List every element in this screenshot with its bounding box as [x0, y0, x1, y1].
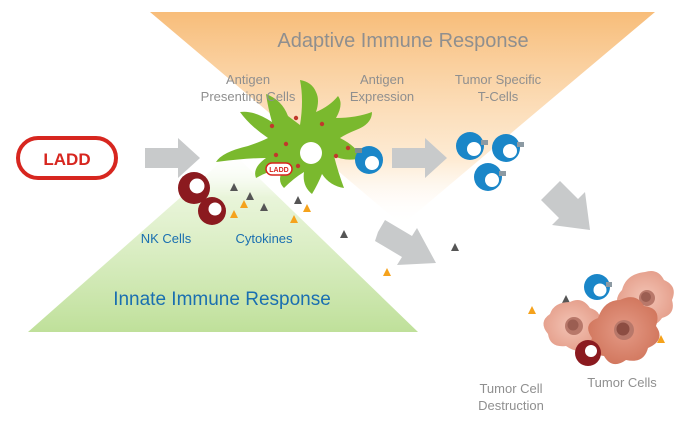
tumor-t-cell	[584, 274, 612, 300]
antigen-presenting-cell: LADD	[216, 80, 372, 194]
cytokine-orange-triangle	[303, 204, 311, 212]
cytokine-gray-triangle	[230, 183, 238, 191]
ladd-badge: LADD	[16, 136, 118, 180]
tumor-cells-label: Tumor Cells	[587, 375, 657, 390]
tumor-specific-t-cells	[456, 132, 524, 191]
cytokine-orange-triangle	[230, 210, 238, 218]
apc-nucleus	[300, 142, 322, 164]
cytokine-gray-triangle	[562, 295, 570, 303]
t-cell	[492, 134, 524, 162]
cytokine-orange-triangle	[240, 200, 248, 208]
cytokines	[230, 183, 665, 343]
cytokine-orange-triangle	[383, 268, 391, 276]
t-cell	[456, 132, 488, 160]
cytokine-orange-triangle	[290, 215, 298, 223]
tumor-nk-cell	[575, 340, 601, 366]
cytokine-gray-triangle	[451, 243, 459, 251]
arrow-apc-to-tcells	[392, 138, 447, 178]
nk-cells-label: NK Cells	[141, 231, 192, 246]
nk-cell	[178, 172, 210, 204]
arrow-tcells-to-tumor	[541, 181, 590, 230]
tumor-destruction-label-line2: Destruction	[478, 398, 544, 413]
adaptive-response-region	[150, 12, 655, 225]
antigen-expression-label-line1: Antigen	[360, 72, 404, 87]
tumor-cell	[588, 297, 660, 365]
ladd-badge-label: LADD	[43, 150, 90, 169]
cytokine-orange-triangle	[528, 306, 536, 314]
apc-label-line2: Presenting Cells	[201, 89, 296, 104]
nk-cells	[178, 172, 226, 225]
tumor-cells	[543, 271, 674, 366]
innate-response-title: Innate Immune Response	[113, 289, 331, 310]
nk-cell	[198, 197, 226, 225]
antigen-expression-label-line2: Expression	[350, 89, 414, 104]
cytokine-gray-triangle	[246, 192, 254, 200]
cytokine-orange-triangle	[657, 335, 665, 343]
apc-granules	[269, 115, 351, 169]
cytokines-label: Cytokines	[235, 231, 293, 246]
tumor-destruction-label-line1: Tumor Cell	[479, 381, 542, 396]
ladd-small-badge: LADD	[265, 162, 293, 176]
t-cell	[474, 163, 506, 191]
adaptive-response-title: Adaptive Immune Response	[277, 30, 528, 52]
tcell-label-line1: Tumor Specific	[455, 72, 542, 87]
arrow-ladd-to-apc	[145, 138, 200, 178]
cytokine-gray-triangle	[294, 196, 302, 204]
apc-label-line1: Antigen	[226, 72, 270, 87]
tcell-label-line2: T-Cells	[478, 89, 519, 104]
tumor-cell	[543, 300, 600, 351]
antigen-expression-cell	[355, 146, 383, 174]
innate-response-region	[28, 152, 418, 332]
arrow-innate-to-tumor	[375, 220, 436, 265]
ladd-small-label: LADD	[269, 167, 288, 174]
cytokine-gray-triangle	[340, 230, 348, 238]
cytokine-gray-triangle	[260, 203, 268, 211]
